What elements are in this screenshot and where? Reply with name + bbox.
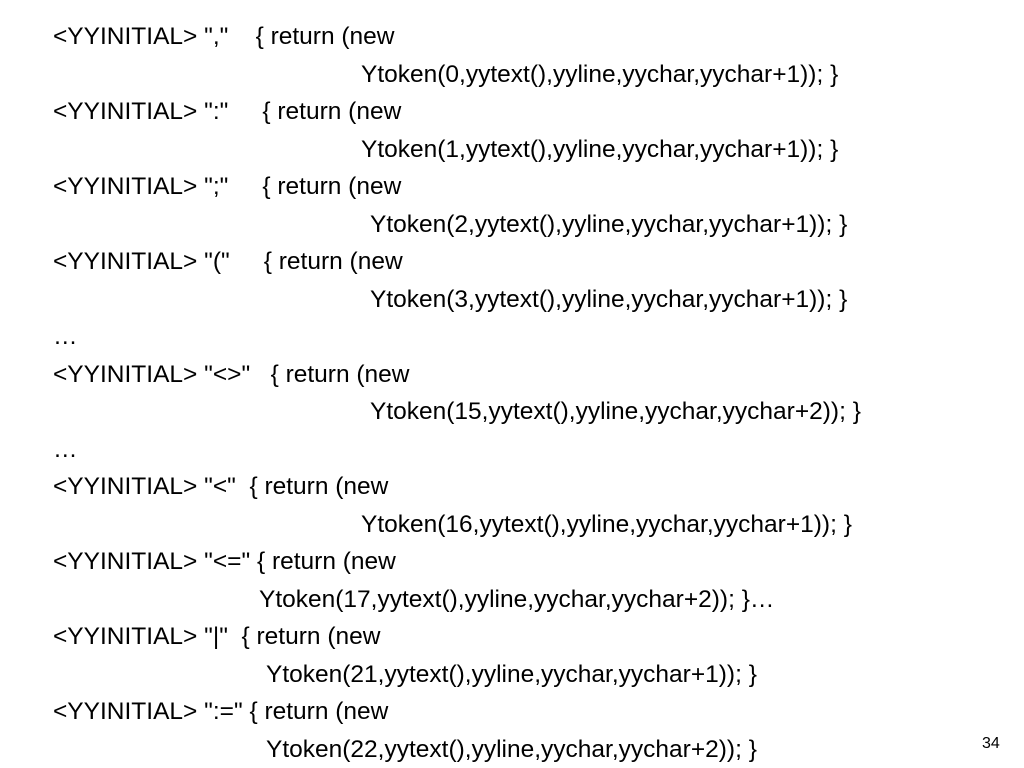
page-number: 34 — [982, 735, 1000, 752]
code-line-2: Ytoken(0,yytext(),yyline,yychar,yychar+1… — [361, 61, 839, 88]
code-line-11: <YYINITIAL> "<" { return (new — [53, 473, 389, 500]
code-line-15: <YYINITIAL> "|" { return (new — [53, 623, 381, 650]
code-line-17: <YYINITIAL> ":=" { return (new — [53, 698, 389, 725]
code-line-13: <YYINITIAL> "<=" { return (new — [53, 548, 396, 575]
code-line-8: Ytoken(3,yytext(),yyline,yychar,yychar+1… — [370, 286, 848, 313]
code-line-6: Ytoken(2,yytext(),yyline,yychar,yychar+1… — [370, 211, 848, 238]
code-line-12: Ytoken(16,yytext(),yyline,yychar,yychar+… — [361, 511, 852, 538]
code-line-9: <YYINITIAL> "<>" { return (new — [53, 361, 410, 388]
code-line-14: Ytoken(17,yytext(),yyline,yychar,yychar+… — [259, 586, 775, 613]
ellipsis-line-1: … — [53, 323, 78, 350]
code-line-16: Ytoken(21,yytext(),yyline,yychar,yychar+… — [266, 661, 757, 688]
code-line-5: <YYINITIAL> ";" { return (new — [53, 173, 402, 200]
code-line-7: <YYINITIAL> "(" { return (new — [53, 248, 403, 275]
code-line-18: Ytoken(22,yytext(),yyline,yychar,yychar+… — [266, 736, 757, 763]
ellipsis-line-2: … — [53, 436, 78, 463]
code-line-3: <YYINITIAL> ":" { return (new — [53, 98, 402, 125]
code-line-4: Ytoken(1,yytext(),yyline,yychar,yychar+1… — [361, 136, 839, 163]
code-line-1: <YYINITIAL> "," { return (new — [53, 23, 395, 50]
code-line-10: Ytoken(15,yytext(),yyline,yychar,yychar+… — [370, 398, 861, 425]
